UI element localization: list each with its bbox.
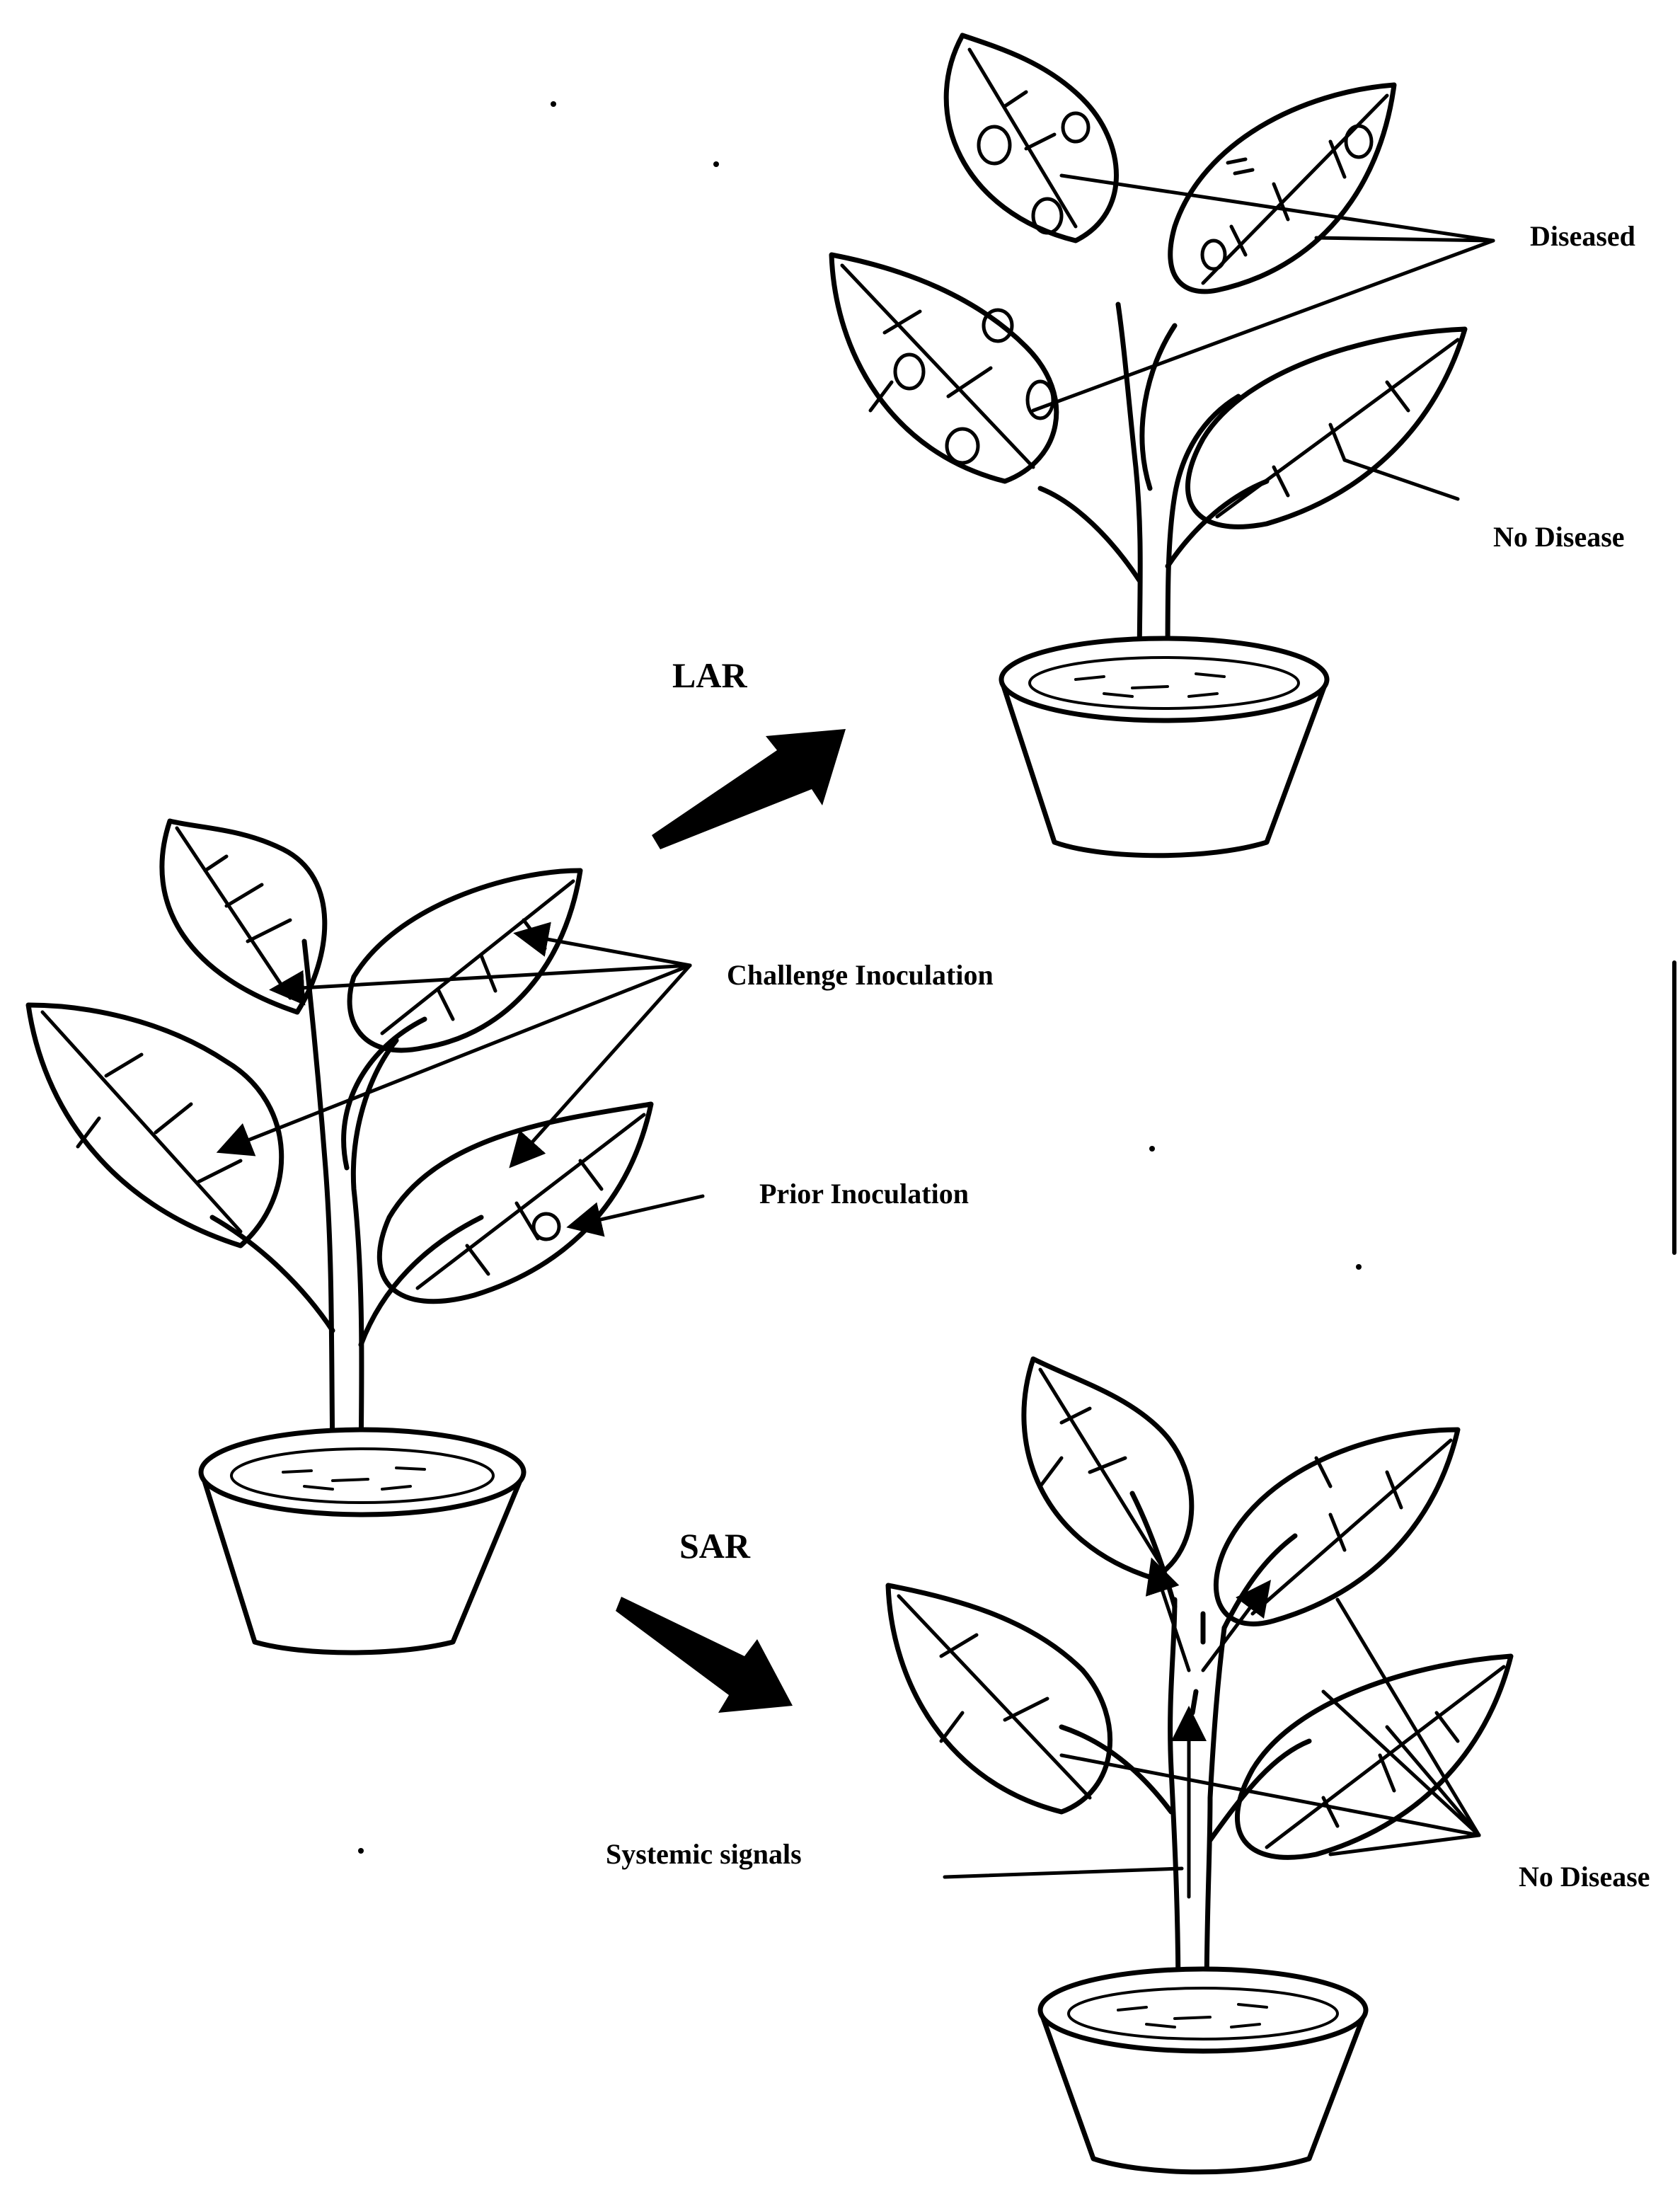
prior-inoculation-pointer xyxy=(573,1196,703,1226)
diseased-label: Diseased xyxy=(1530,219,1635,253)
challenge-inoculation-label: Challenge Inoculation xyxy=(727,958,994,992)
top-plant xyxy=(832,35,1465,856)
top-leaf-upper-left xyxy=(946,35,1116,241)
no-disease-bottom-label: No Disease xyxy=(1519,1860,1650,1893)
sar-arrow xyxy=(616,1597,793,1713)
systemic-signals-label: Systemic signals xyxy=(606,1837,802,1871)
top-leaf-right xyxy=(1187,329,1465,527)
diseased-pointers xyxy=(1033,176,1493,411)
left-leaf-left xyxy=(28,1005,282,1246)
prior-inoculation-label: Prior Inoculation xyxy=(759,1177,969,1210)
left-plant xyxy=(28,821,651,1653)
sar-label: SAR xyxy=(679,1525,750,1566)
lar-label: LAR xyxy=(672,655,747,696)
challenge-inoculation-pointers xyxy=(223,934,690,1163)
systemic-signals-pointer xyxy=(945,1869,1182,1877)
lar-arrow xyxy=(652,729,846,849)
bottom-leaf-upper-left xyxy=(1024,1359,1192,1578)
prior-inoculation-lesion xyxy=(534,1214,559,1239)
left-leaf-upper-left xyxy=(162,821,325,1012)
no-disease-top-label: No Disease xyxy=(1493,520,1625,553)
no-disease-bottom-pointers xyxy=(1061,1600,1479,1854)
